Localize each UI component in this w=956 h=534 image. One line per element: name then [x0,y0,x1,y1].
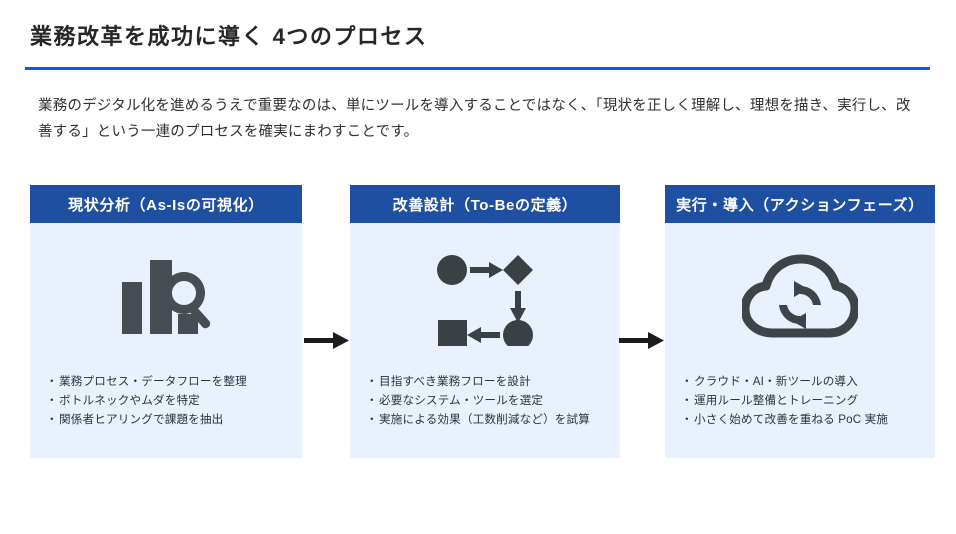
bullet-marker: ・ [681,375,693,388]
process-card-2-bullets: ・ 目指すべき業務フローを設計 ・ 必要なシステム・ツールを選定 ・ 実施による… [350,373,620,458]
list-item-label: 小さく始めて改善を重ねる PoC 実施 [694,413,889,426]
bar-chart-magnifier-icon [30,223,302,373]
list-item-label: 業務プロセス・データフローを整理 [59,375,247,388]
process-card-2: 改善設計（To-Beの定義） ・ 目指す [350,185,620,458]
title-underline-rule [25,67,930,70]
list-item: ・ 業務プロセス・データフローを整理 [46,373,288,391]
bullet-marker: ・ [366,394,378,407]
list-item-label: 目指すべき業務フローを設計 [379,375,531,388]
cloud-sync-icon [665,223,935,373]
list-item-label: ボトルネックやムダを特定 [59,394,200,407]
list-item: ・ 必要なシステム・ツールを選定 [366,392,606,410]
list-item: ・ 小さく始めて改善を重ねる PoC 実施 [681,411,921,429]
list-item: ・ クラウド・AI・新ツールの導入 [681,373,921,391]
list-item: ・ 実施による効果（工数削減など）を試算 [366,411,606,429]
process-card-1-header: 現状分析（As-Isの可視化） [30,185,302,223]
arrow-card2-to-card3 [618,330,666,352]
list-item: ・ 運用ルール整備とトレーニング [681,392,921,410]
bullet-marker: ・ [46,394,58,407]
bullet-marker: ・ [681,394,693,407]
bullet-marker: ・ [46,375,58,388]
page-title: 業務改革を成功に導く 4つのプロセス [30,24,428,49]
bullet-marker: ・ [46,413,58,426]
bullet-marker: ・ [681,413,693,426]
process-card-3-header: 実行・導入（アクションフェーズ） [665,185,935,223]
list-item: ・ 目指すべき業務フローを設計 [366,373,606,391]
list-item-label: 関係者ヒアリングで課題を抽出 [59,413,224,426]
intro-paragraph: 業務のデジタル化を進めるうえで重要なのは、単にツールを導入することではなく、「現… [38,98,911,140]
process-card-3-bullets: ・ クラウド・AI・新ツールの導入 ・ 運用ルール整備とトレーニング ・ 小さく… [665,373,935,458]
process-card-1: 現状分析（As-Isの可視化） ・ 業務プロセス・データフローを整理 ・ ボトル… [30,185,302,458]
list-item-label: クラウド・AI・新ツールの導入 [694,375,858,388]
list-item-label: 実施による効果（工数削減など）を試算 [379,413,591,426]
bullet-marker: ・ [366,375,378,388]
list-item: ・ 関係者ヒアリングで課題を抽出 [46,411,288,429]
list-item-label: 必要なシステム・ツールを選定 [379,394,544,407]
process-flow-diagram-icon [350,223,620,373]
process-card-3: 実行・導入（アクションフェーズ） ・ クラウド・AI・新ツールの導入 ・ 運用ル… [665,185,935,458]
arrow-card1-to-card2 [303,330,351,352]
process-card-1-bullets: ・ 業務プロセス・データフローを整理 ・ ボトルネックやムダを特定 ・ 関係者ヒ… [30,373,302,458]
bullet-marker: ・ [366,413,378,426]
list-item: ・ ボトルネックやムダを特定 [46,392,288,410]
list-item-label: 運用ルール整備とトレーニング [694,394,859,407]
process-card-2-header: 改善設計（To-Beの定義） [350,185,620,223]
